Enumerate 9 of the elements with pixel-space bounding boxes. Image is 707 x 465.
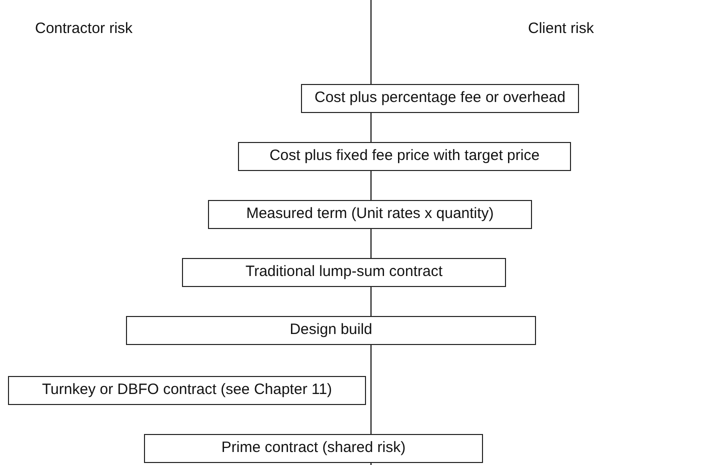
contract-type-box: Design build — [126, 316, 536, 345]
contract-type-box: Prime contract (shared risk) — [144, 434, 483, 463]
contract-type-box: Turnkey or DBFO contract (see Chapter 11) — [8, 376, 366, 405]
axis-label: Contractor risk — [35, 19, 133, 39]
contract-type-box: Cost plus fixed fee price with target price — [238, 142, 571, 171]
contract-type-box: Cost plus percentage fee or overhead — [301, 84, 579, 113]
contract-type-box: Measured term (Unit rates x quantity) — [208, 200, 532, 229]
contract-type-box: Traditional lump-sum contract — [182, 258, 506, 287]
axis-label: Client risk — [528, 19, 594, 39]
